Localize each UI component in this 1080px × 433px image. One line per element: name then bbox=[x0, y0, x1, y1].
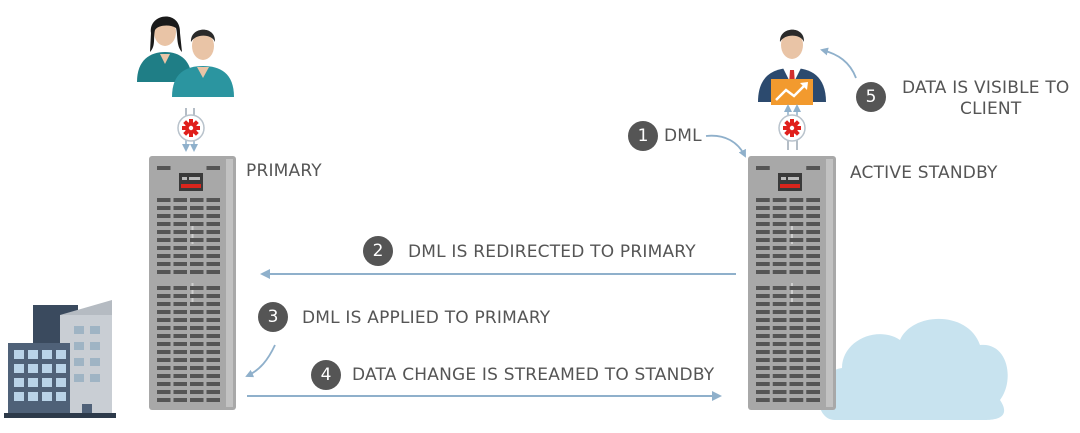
step-1-badge: 1 bbox=[628, 121, 658, 151]
standby-label: ACTIVE STANDBY bbox=[850, 163, 998, 183]
step-2-text: DML IS REDIRECTED TO PRIMARY bbox=[408, 242, 696, 262]
step-4-text: DATA CHANGE IS STREAMED TO STANDBY bbox=[352, 365, 715, 385]
primary-server-icon bbox=[149, 156, 236, 410]
apply-arrow bbox=[245, 344, 276, 378]
primary-label: PRIMARY bbox=[246, 161, 322, 181]
step-5-badge: 5 bbox=[856, 82, 886, 112]
step-5-text-line1: DATA IS VISIBLE TO bbox=[902, 78, 1070, 98]
dml-arrow bbox=[705, 134, 746, 158]
step-2-badge: 2 bbox=[363, 236, 393, 266]
step-5-text-line2: CLIENT bbox=[960, 99, 1022, 119]
standby-connector bbox=[784, 104, 801, 150]
step-3-badge: 3 bbox=[258, 302, 288, 332]
step-4-badge: 4 bbox=[311, 360, 341, 390]
standby-gear-icon bbox=[778, 114, 806, 142]
business-user-chart-icon bbox=[758, 29, 826, 105]
primary-gear-icon bbox=[177, 114, 205, 142]
step-3-text: DML IS APPLIED TO PRIMARY bbox=[302, 308, 551, 328]
cloud-icon bbox=[818, 318, 1008, 420]
step-1-text: DML bbox=[664, 126, 702, 146]
two-users-icon bbox=[137, 16, 234, 97]
office-building-icon bbox=[4, 300, 116, 418]
visible-arrow bbox=[820, 47, 857, 79]
standby-server-icon bbox=[748, 156, 836, 410]
